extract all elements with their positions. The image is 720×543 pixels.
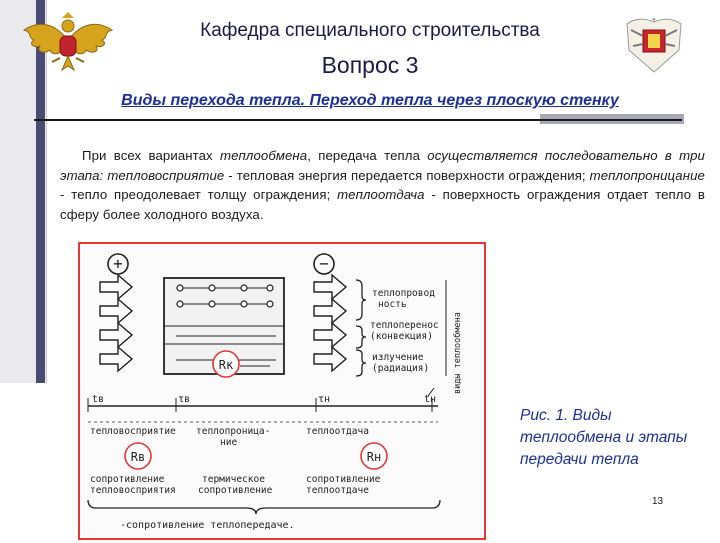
- rv-resistance-marker: Rв: [124, 442, 152, 470]
- figure-caption: Рис. 1. Виды теплообмена и этапы передач…: [520, 407, 688, 468]
- plus-icon: +: [107, 253, 129, 275]
- rk-resistance-marker: Rк: [212, 350, 270, 378]
- rn-resistance-marker: Rн: [360, 442, 388, 470]
- label-convection: теплоперенос: [370, 320, 439, 331]
- t-outer-air: tн: [424, 394, 436, 405]
- label-heat-exchange-types: виды теплообмена: [452, 312, 463, 394]
- svg-text:Rк: Rк: [219, 358, 234, 372]
- svg-text:Rн: Rн: [367, 450, 381, 464]
- label-convection-sub: (конвекция): [370, 331, 433, 342]
- heat-output-arrows: [313, 273, 348, 373]
- tau-outer-surface: τн: [318, 394, 330, 405]
- res-release-1: сопротивление: [306, 474, 381, 485]
- svg-text:Rв: Rв: [131, 450, 145, 464]
- label-conduction-cont: ность: [378, 299, 407, 310]
- svg-text:−: −: [319, 254, 329, 273]
- tau-inner-surface: τв: [178, 394, 190, 405]
- stage-heat-absorption: тепловосприятие: [90, 426, 176, 437]
- svg-text:★: ★: [652, 15, 657, 23]
- department-title: Кафедра специального строительства: [200, 20, 540, 41]
- res-absorption-2: тепловосприятия: [90, 485, 176, 496]
- total-resistance-label: -сопротивление теплопередаче.: [120, 520, 295, 531]
- res-thermal-1: термическое: [202, 474, 265, 485]
- right-braces: [355, 279, 367, 377]
- minus-icon: −: [313, 253, 335, 275]
- svg-text:+: +: [113, 254, 123, 273]
- eagle-emblem-icon: [22, 12, 114, 72]
- label-radiation: излучение: [372, 352, 424, 363]
- t-inner-air: tв: [92, 394, 104, 405]
- question-title: Вопрос 3: [321, 52, 419, 78]
- temperature-axis: tв τв τн tн: [87, 387, 438, 412]
- res-thermal-2: сопротивление: [198, 485, 273, 496]
- heat-transfer-figure: + − Rк: [78, 242, 486, 540]
- res-release-2: теплоотдаче: [306, 485, 369, 496]
- stage-heat-penetration: теплопроница-: [196, 426, 270, 437]
- heat-transfer-diagram: + − Rк: [87, 253, 463, 531]
- label-radiation-sub: (радиация): [372, 363, 429, 374]
- stage-heat-release: теплоотдача: [306, 426, 369, 437]
- body-paragraph: При всех вариантах теплообмена, передача…: [60, 148, 705, 222]
- header-rule: [34, 119, 682, 121]
- stage-heat-penetration-cont: ние: [220, 437, 237, 448]
- university-emblem-icon: ★: [626, 15, 682, 73]
- heat-input-arrows: [99, 273, 134, 373]
- label-conduction: теплопровод: [372, 288, 435, 299]
- page-number: 13: [652, 496, 664, 507]
- sidebar-accent-bar: [36, 0, 45, 383]
- res-absorption-1: сопротивление: [90, 474, 165, 485]
- slide-heading: Виды перехода тепла. Переход тепла через…: [121, 92, 619, 109]
